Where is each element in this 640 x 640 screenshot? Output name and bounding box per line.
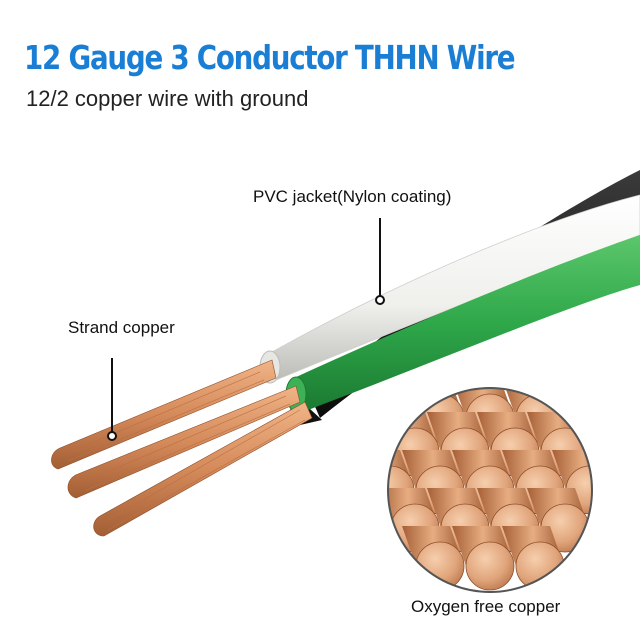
jacket-pointer-dot bbox=[375, 295, 385, 305]
copper-strand-middle bbox=[67, 385, 301, 499]
copper-rods-closeup bbox=[387, 387, 593, 593]
copper-strands bbox=[51, 359, 313, 537]
page-subtitle: 12/2 copper wire with ground bbox=[26, 86, 309, 111]
strand-pointer-dot bbox=[107, 431, 117, 441]
copper-rod-end bbox=[465, 541, 515, 591]
jacket-label: PVC jacket(Nylon coating) bbox=[253, 187, 452, 206]
green-wire bbox=[294, 235, 640, 410]
oxygen-free-copper-label: Oxygen free copper bbox=[411, 597, 561, 616]
strand-copper-label: Strand copper bbox=[68, 318, 175, 337]
copper-strand-top bbox=[51, 359, 277, 470]
copper-strand-bottom bbox=[93, 401, 313, 537]
page-title: 12 Gauge 3 Conductor THHN Wire bbox=[24, 38, 516, 77]
